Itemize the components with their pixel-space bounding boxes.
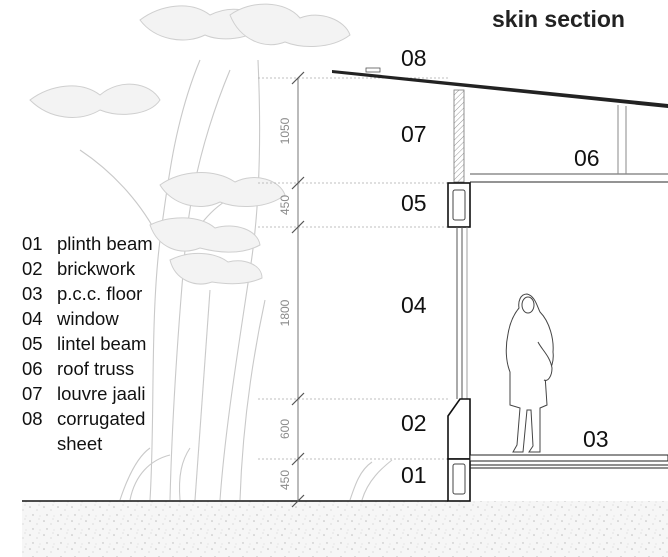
building-section xyxy=(332,67,668,502)
legend-num: 08 xyxy=(22,408,43,429)
person-figure xyxy=(505,293,554,453)
legend-num: 04 xyxy=(22,308,43,329)
legend-label: corrugated xyxy=(57,408,145,429)
legend-label: lintel beam xyxy=(57,333,146,354)
callout-01: 01 xyxy=(401,462,427,488)
legend-label: brickwork xyxy=(57,258,136,279)
callout-08: 08 xyxy=(401,45,427,71)
legend-label: louvre jaali xyxy=(57,383,145,404)
callout-07: 07 xyxy=(401,121,427,147)
legend-num: 03 xyxy=(22,283,43,304)
roof-truss xyxy=(470,105,668,183)
corrugated-sheet xyxy=(332,70,668,108)
legend-num: 02 xyxy=(22,258,43,279)
callout-03: 03 xyxy=(583,426,609,452)
legend-label: sheet xyxy=(57,433,102,454)
tree-illustration xyxy=(29,3,393,501)
legend-label: roof truss xyxy=(57,358,134,379)
pcc-floor xyxy=(469,454,668,469)
callout-04: 04 xyxy=(401,292,427,318)
louvre-jaali xyxy=(453,89,465,183)
legend-label: p.c.c. floor xyxy=(57,283,142,304)
drawing-title: skin section xyxy=(492,6,625,32)
callout-02: 02 xyxy=(401,410,427,436)
legend-num: 06 xyxy=(22,358,43,379)
legend-num: 05 xyxy=(22,333,43,354)
dim-450-top: 450 xyxy=(278,195,292,215)
legend-label: plinth beam xyxy=(57,233,153,254)
brickwork xyxy=(447,398,471,460)
callout-05: 05 xyxy=(401,190,427,216)
dimension-chain xyxy=(258,71,448,508)
window xyxy=(456,227,468,399)
dim-1800: 1800 xyxy=(278,299,292,326)
dim-600: 600 xyxy=(278,419,292,439)
legend-num: 01 xyxy=(22,233,43,254)
legend-num: 07 xyxy=(22,383,43,404)
dim-1050: 1050 xyxy=(278,117,292,144)
legend-label: window xyxy=(56,308,119,329)
callout-06: 06 xyxy=(574,145,600,171)
legend: 01 plinth beam 02 brickwork 03 p.c.c. fl… xyxy=(22,233,153,454)
ground-soil xyxy=(22,501,668,557)
dim-450-bottom: 450 xyxy=(278,470,292,490)
